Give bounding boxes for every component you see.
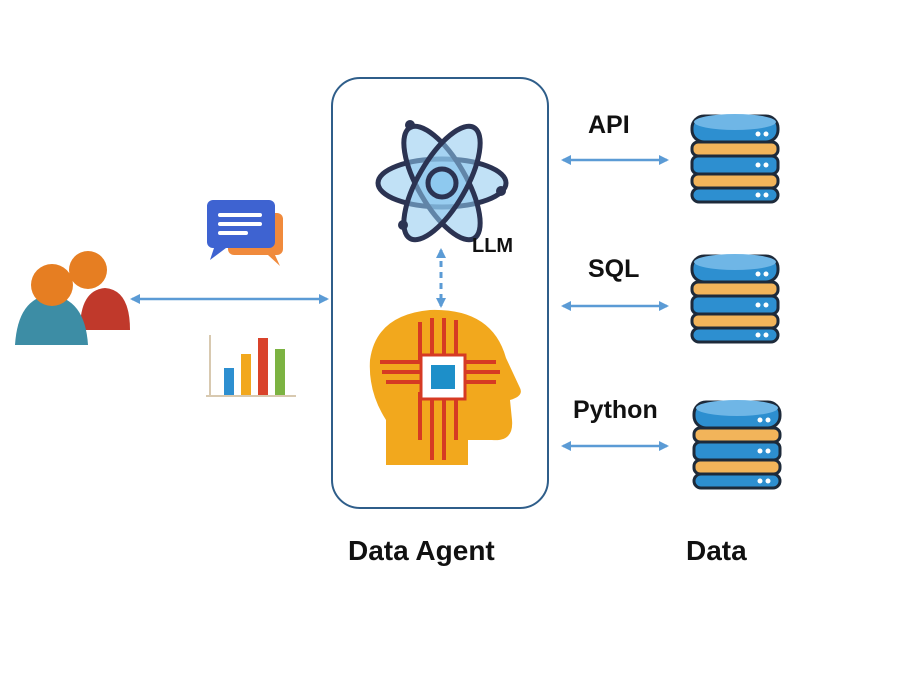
- database-icon: [692, 400, 782, 490]
- users-icon: [15, 251, 130, 345]
- api-label: API: [588, 111, 630, 139]
- ai-head-icon: [369, 309, 521, 465]
- database-icon: [690, 254, 780, 344]
- bar-chart-icon: [206, 335, 296, 397]
- data-caption: Data: [686, 535, 747, 566]
- chat-icon: [207, 200, 283, 266]
- atom-icon: [375, 120, 509, 243]
- llm-label: LLM: [472, 235, 514, 257]
- sql-label: SQL: [588, 255, 640, 283]
- data-agent-caption: Data Agent: [348, 535, 495, 566]
- python-label: Python: [573, 396, 658, 424]
- database-icon: [690, 114, 780, 204]
